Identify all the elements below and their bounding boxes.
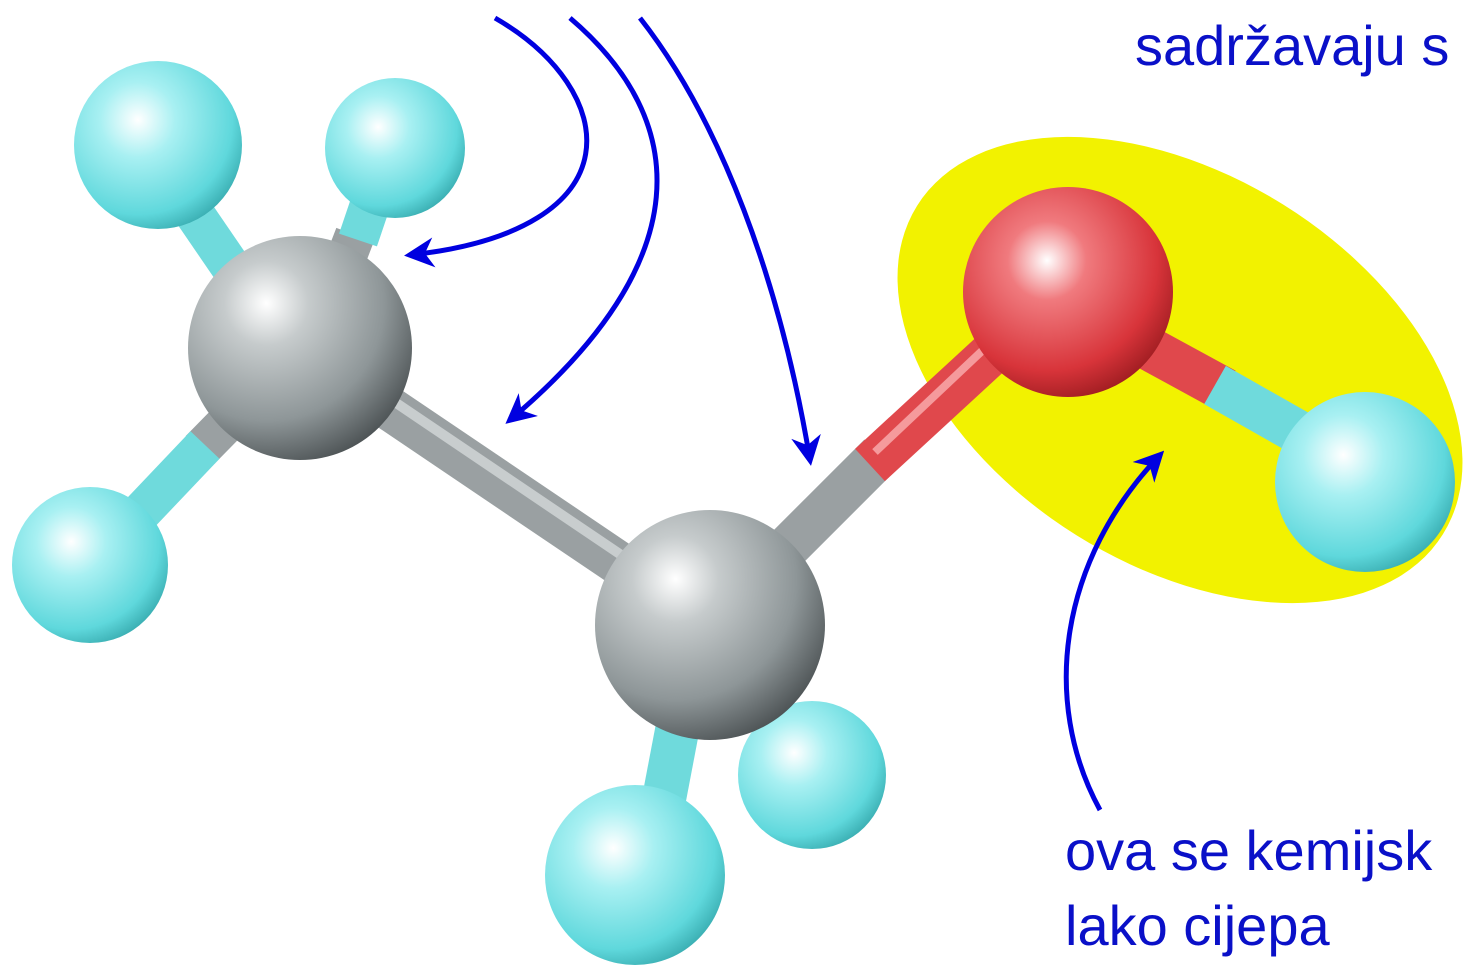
- curved-arrow-icon: [638, 16, 821, 466]
- hydrogen-atom-1: [74, 61, 242, 229]
- curved-arrow-icon: [404, 15, 590, 268]
- curved-arrow-icon: [505, 16, 660, 424]
- hydrogen-atom-2: [325, 78, 465, 218]
- label-bottom-right-line1: ova se kemijsk: [1065, 819, 1433, 882]
- oxygen-atom: [963, 187, 1173, 397]
- hydrogen-atom-4: [545, 785, 725, 965]
- carbon-atom-1: [188, 236, 412, 460]
- hydrogen-atom-5: [738, 701, 886, 849]
- carbon-atom-2: [595, 510, 825, 740]
- hydrogen-atom-hydroxyl: [1275, 392, 1455, 572]
- hydrogen-atom-3: [12, 487, 168, 643]
- label-bottom-right-line2: lako cijepa: [1065, 894, 1330, 957]
- label-top-right: sadržavaju s: [1135, 14, 1449, 77]
- curved-arrow-icon-group: [404, 15, 1165, 812]
- atoms: [12, 61, 1455, 965]
- curved-arrow-icon: [1063, 450, 1165, 812]
